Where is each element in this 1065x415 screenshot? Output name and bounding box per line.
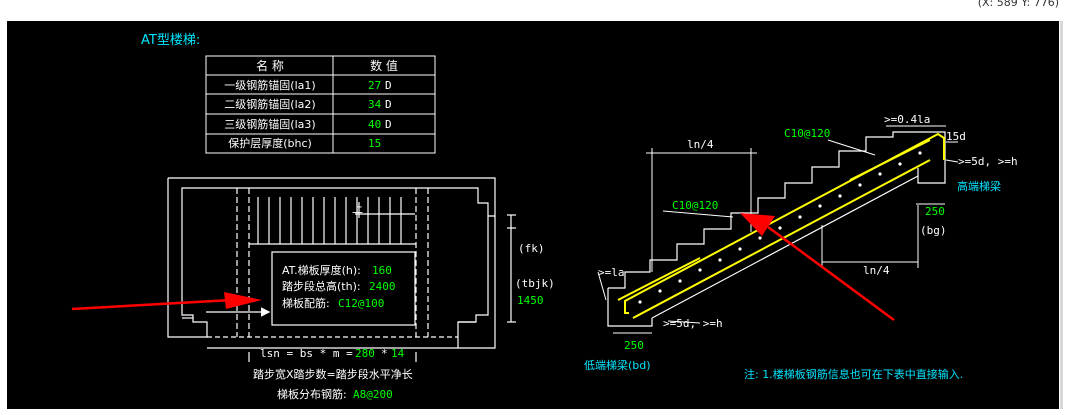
height-label: 踏步段总高(th):	[282, 279, 361, 293]
rebar-label: 梯板配筋:	[282, 296, 330, 310]
dim-15d-label: 15d	[946, 130, 966, 143]
table-row-value[interactable]: 40	[368, 118, 381, 131]
drawing-title: AT型楼梯:	[141, 33, 200, 48]
low-beam-label: 低端梯梁(bd)	[584, 358, 651, 372]
dim-250-left: 250	[624, 339, 644, 352]
ln4-top-label: ln/4	[687, 138, 714, 151]
table-row-name: 三级钢筋锚固(la3)	[224, 117, 315, 131]
lsn-bs-value[interactable]: 280	[355, 347, 375, 360]
step-description: 踏步宽X踏步数=踏步段水平净长	[253, 367, 413, 381]
red-annotation-arrow-left	[71, 292, 262, 311]
table-row-value[interactable]: 27	[368, 79, 381, 92]
lsn-formula: lsn = bs * m =	[260, 347, 353, 360]
thickness-value[interactable]: 160	[372, 264, 392, 277]
thickness-label: AT.梯板厚度(h):	[282, 263, 361, 277]
dim-250-right: 250	[925, 205, 945, 218]
dim-5d-top-label: >=5d, >=h	[958, 155, 1018, 168]
cursor-coordinates: (X: 589 Y: 776)	[977, 0, 1059, 9]
table-header-value: 数 值	[370, 58, 398, 73]
dim-bg-label: (bg)	[920, 224, 947, 237]
height-value[interactable]: 2400	[369, 280, 396, 293]
table-row-name: 一级钢筋锚固(la1)	[224, 78, 315, 92]
rebar-value[interactable]: C12@100	[338, 297, 384, 310]
dim-041a-label: >=0.4la	[884, 113, 930, 126]
note-text: 注: 1.楼梯板钢筋信息也可在下表中直接输入.	[744, 367, 963, 381]
table-row-unit: D	[385, 118, 392, 131]
dim-fk: (fk)	[518, 242, 545, 255]
rebar-dots	[638, 151, 922, 304]
scrollbar-divider	[1060, 21, 1063, 409]
distribution-value[interactable]: A8@200	[353, 388, 393, 401]
table-header-name: 名 称	[256, 58, 284, 73]
stair-plan-view	[167, 177, 516, 362]
dim-la-label: >=la	[598, 266, 625, 279]
table-row-name: 二级钢筋锚固(la2)	[224, 97, 315, 111]
table-row-unit: D	[385, 98, 392, 111]
c10-top-value[interactable]: C10@120	[784, 127, 830, 140]
section-rebar	[617, 132, 945, 319]
c10-mid-value[interactable]: C10@120	[672, 199, 718, 212]
ln4-bottom-label: ln/4	[863, 264, 890, 277]
table-row-value[interactable]: 15	[368, 137, 381, 150]
dim-1450: 1450	[517, 294, 544, 307]
rebar-parameter-table	[205, 55, 436, 154]
table-row-unit: D	[385, 79, 392, 92]
distribution-label: 梯板分布钢筋:	[277, 387, 347, 401]
table-row-name: 保护层厚度(bhc)	[228, 136, 312, 150]
red-annotation-arrow-right	[740, 213, 895, 322]
dim-5d-bottom-label: >=5d, >=h	[663, 317, 723, 330]
high-beam-label: 高端梯梁	[957, 179, 1001, 193]
table-row-value[interactable]: 34	[368, 98, 382, 111]
dim-tbjk: (tbjk)	[515, 277, 555, 290]
stair-section-view	[597, 125, 959, 334]
lsn-operator: *	[381, 347, 388, 360]
lsn-m-value[interactable]: 14	[391, 347, 405, 360]
up-label: 上	[352, 202, 363, 215]
